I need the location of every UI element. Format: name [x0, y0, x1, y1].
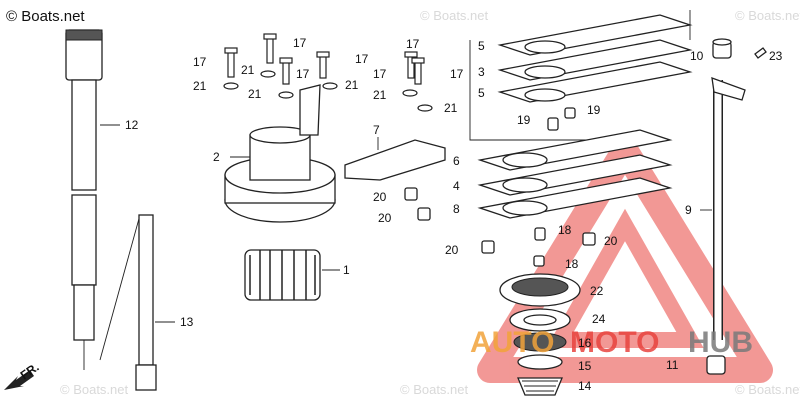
- callout-20b: 20: [378, 211, 392, 225]
- callout-21e: 21: [373, 88, 387, 102]
- watermark-5: © Boats.net: [735, 382, 800, 397]
- callout-8: 8: [453, 202, 460, 216]
- copyright-text: © Boats.net: [6, 8, 85, 25]
- spacers-20: [404, 187, 596, 254]
- callout-22: 22: [590, 284, 604, 298]
- callout-7: 7: [373, 123, 380, 137]
- watermark-4: © Boats.net: [400, 382, 469, 397]
- watermark-2: © Boats.net: [735, 8, 800, 23]
- callout-3: 3: [478, 65, 485, 79]
- callout-21d: 21: [345, 78, 359, 92]
- callout-24: 24: [592, 312, 606, 326]
- bearing-and-gear-stack: [499, 273, 581, 396]
- callout-20d: 20: [604, 234, 618, 248]
- callout-21f: 21: [444, 101, 458, 115]
- bolts-and-washers: [223, 33, 433, 112]
- forward-arrow-icon: FR.: [4, 360, 42, 390]
- callout-21a: 21: [193, 79, 207, 93]
- callout-17a: 17: [193, 55, 207, 69]
- callout-21b: 21: [241, 63, 255, 77]
- callout-labels: 1 2 3 4 5 5 6 7 8 9 10 11 12 13 14 15 16…: [125, 36, 783, 393]
- callout-17f: 17: [406, 37, 420, 51]
- callout-4: 4: [453, 179, 460, 193]
- callout-17b: 17: [293, 36, 307, 50]
- gasket-stack-lower: [477, 129, 673, 267]
- callout-21c: 21: [248, 87, 262, 101]
- brand-part-3: HUB: [688, 326, 753, 359]
- part-13-driveshaft-lower: [99, 214, 175, 391]
- part-2-pump-housing: [224, 84, 336, 223]
- brand-part-1: AUTO: [470, 326, 554, 359]
- callout-5a: 5: [478, 39, 485, 53]
- callout-1: 1: [343, 263, 350, 277]
- callout-15: 15: [578, 359, 592, 373]
- part-7-plate: [344, 137, 446, 181]
- part-1-impeller: [244, 249, 340, 301]
- brand-part-2: MOTO: [570, 326, 659, 359]
- callout-16: 16: [578, 336, 592, 350]
- callout-20a: 20: [373, 190, 387, 204]
- callout-23: 23: [769, 49, 783, 63]
- callout-9: 9: [685, 203, 692, 217]
- callout-19a: 19: [517, 113, 531, 127]
- callout-17d: 17: [355, 52, 369, 66]
- callout-11: 11: [666, 358, 679, 372]
- callout-19b: 19: [587, 103, 601, 117]
- callout-17g: 17: [450, 67, 464, 81]
- callout-5b: 5: [478, 86, 485, 100]
- callout-17c: 17: [296, 67, 310, 81]
- part-9-water-tube: [700, 77, 746, 340]
- gasket-stack-upper: [469, 10, 693, 141]
- callout-10: 10: [690, 49, 704, 63]
- brand-logo: AUTO MOTO HUB: [470, 326, 753, 359]
- callout-18b: 18: [565, 257, 579, 271]
- callout-18a: 18: [558, 223, 572, 237]
- callout-2: 2: [213, 150, 220, 164]
- callout-20c: 20: [445, 243, 459, 257]
- callout-14: 14: [578, 379, 592, 393]
- watermark-1: © Boats.net: [420, 8, 489, 23]
- watermark-3: © Boats.net: [60, 382, 129, 397]
- part-12-driveshaft-upper: [65, 29, 120, 370]
- callout-17e: 17: [373, 67, 387, 81]
- parts-10-23-11: [706, 38, 767, 375]
- callout-12: 12: [125, 118, 139, 132]
- callout-13: 13: [180, 315, 194, 329]
- brand-watermark: [477, 137, 773, 383]
- callout-6: 6: [453, 154, 460, 168]
